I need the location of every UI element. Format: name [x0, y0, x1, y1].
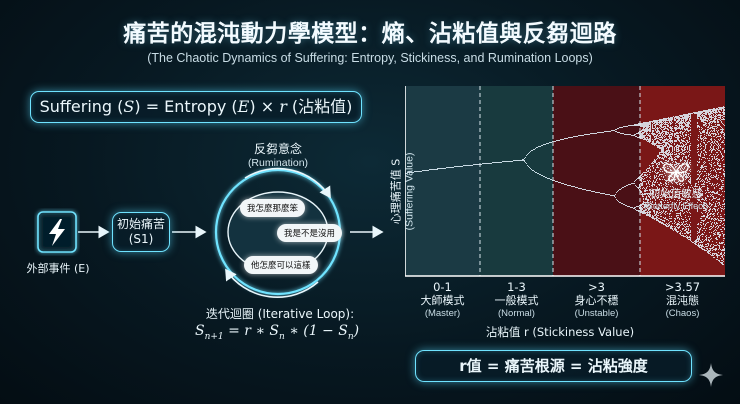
- butterfly-annotation-en: (Butterfly Effect): [643, 201, 709, 212]
- bifurcation-chart: [405, 86, 725, 277]
- regime-band-0: [405, 86, 480, 276]
- formula-part-d: (沾粘值): [286, 97, 353, 116]
- regime-name: 大師模式: [420, 294, 465, 308]
- regime-band-1: [480, 86, 553, 276]
- eq-end-sub: n: [347, 331, 354, 342]
- initial-pain-sublabel: (S1): [128, 232, 154, 246]
- thought-bubble-3: 他怎麼可以這樣: [244, 256, 318, 274]
- regime-name-en: (Master): [424, 308, 461, 320]
- thought-bubble-1: 我怎麼那麼笨: [240, 199, 306, 217]
- regime-range: >3.57: [664, 280, 701, 294]
- formula-part-b: ) = Entropy (: [134, 97, 238, 116]
- formula-part-c: ) ×: [249, 97, 280, 116]
- bottom-formula-box: r值 = 痛苦根源 = 沾粘強度: [415, 350, 692, 382]
- eq-mid: = r ∗ S: [223, 323, 280, 339]
- bifurcation-points: [405, 106, 725, 267]
- rumination-title-zh: 反芻意念: [253, 142, 302, 156]
- y-axis-label-en: (Suffering Value): [403, 152, 416, 231]
- y-axis-label-zh: 心理痛苦值 S: [389, 158, 403, 225]
- regime-range: 1-3: [507, 280, 526, 294]
- initial-pain-box: 初始痛苦 (S1): [112, 212, 170, 252]
- loop-arrow-top: [244, 167, 331, 199]
- butterfly-annotation-zh: 初始值敏感: [649, 188, 703, 200]
- logistic-equation: Sn+1 = r ∗ Sn ∗ (1 − Sn): [195, 323, 385, 342]
- formula-e: E: [237, 97, 250, 116]
- rumination-title-en: (Rumination): [247, 157, 309, 169]
- page-title: 痛苦的混沌動力學模型：熵、沾粘值與反芻迴路: [123, 21, 617, 47]
- regime-name-en: (Chaos): [665, 308, 700, 320]
- eq-lhs-sub: n+1: [204, 331, 224, 342]
- eq-mid-sub: n: [279, 331, 285, 342]
- formula-part-a: Suffering (: [39, 97, 124, 116]
- loop-arrow-bottom: [225, 268, 319, 298]
- regime-range: >3: [588, 280, 605, 294]
- eq-lhs: S: [195, 323, 205, 339]
- regime-name: 一般模式: [494, 294, 539, 308]
- butterfly-icon: [663, 163, 689, 182]
- formula-r: r: [279, 97, 287, 116]
- regime-name-en: (Normal): [498, 308, 535, 320]
- iterative-loop-label: 迭代迴圈 (Iterative Loop):: [205, 307, 355, 321]
- regime-band-2: [553, 86, 640, 276]
- chart-axes: [405, 86, 725, 277]
- formula-s: S: [123, 97, 135, 116]
- regime-name: 身心不穩: [574, 294, 619, 308]
- eq-end-a: ∗ (1 − S: [284, 323, 348, 339]
- regime-name-en: (Unstable): [574, 308, 619, 320]
- suffering-formula-box: Suffering (S) = Entropy (E) × r (沾粘值): [30, 91, 362, 123]
- x-axis-label: 沾粘值 r (Stickiness Value): [485, 325, 635, 339]
- eq-end-b: ): [353, 323, 360, 339]
- regime-name: 混沌態: [666, 294, 699, 308]
- y-axis-label: 心理痛苦值 S (Suffering Value): [390, 126, 417, 256]
- flow-diagram: [37, 167, 384, 298]
- page-subtitle: (The Chaotic Dynamics of Suffering: Entr…: [147, 51, 593, 65]
- rumination-title: 反芻意念 (Rumination): [228, 142, 328, 170]
- initial-pain-label: 初始痛苦: [116, 217, 165, 231]
- lightning-icon: [49, 219, 65, 246]
- regime-range: 0-1: [433, 280, 452, 294]
- bifurcation-dots: [405, 106, 725, 267]
- butterfly-annotation: 初始值敏感 (Butterfly Effect): [636, 160, 716, 212]
- thought-bubble-2: 我是不是沒用: [277, 224, 343, 242]
- external-event-label: 外部事件 (E): [26, 262, 90, 275]
- sparkle-icon: [699, 363, 723, 387]
